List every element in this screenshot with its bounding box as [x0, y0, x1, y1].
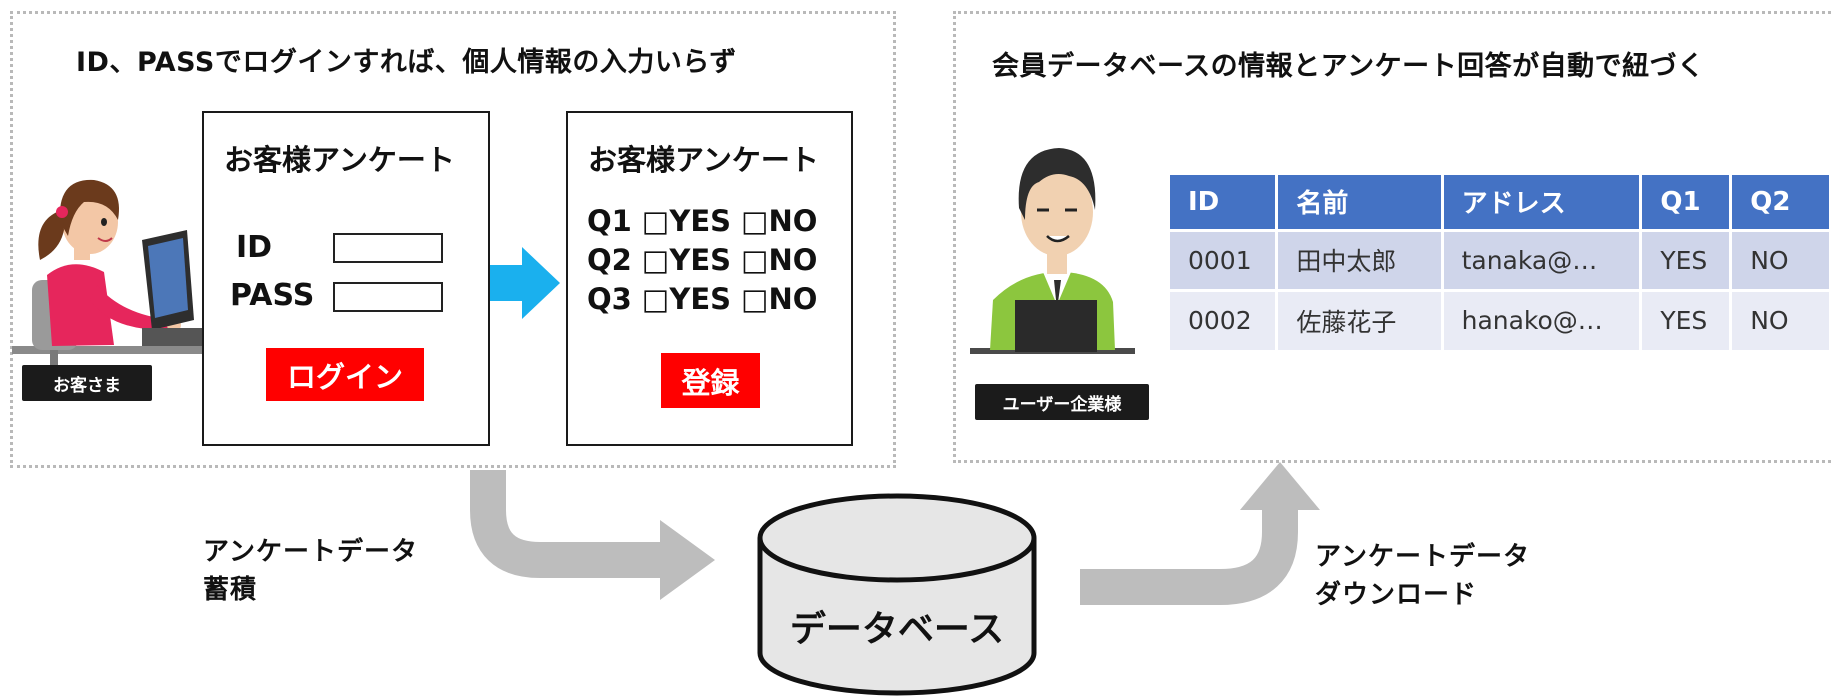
blue-arrow-icon	[490, 247, 560, 319]
cell-address: tanaka@…	[1442, 228, 1643, 290]
login-panel-title: ID、PASSでログインすれば、個人情報の入力いらず	[76, 47, 737, 78]
cell-q2: NO	[1730, 228, 1832, 290]
database-label: データベース	[789, 609, 1005, 650]
question-row-2[interactable]: Q2 □YES □NO	[587, 243, 818, 277]
login-flow-panel	[10, 11, 896, 468]
cell-q1: YES	[1640, 288, 1733, 350]
pass-input[interactable]	[333, 282, 443, 312]
table-row: 0001 田中太郎 tanaka@… YES NO	[1170, 228, 1832, 290]
store-arrow-icon	[470, 470, 715, 600]
cell-name: 田中太郎	[1276, 228, 1444, 290]
cell-id: 0001	[1170, 228, 1279, 290]
cell-q1: YES	[1640, 228, 1733, 290]
download-label: アンケートデータ ダウンロード	[1315, 538, 1530, 614]
download-arrow-icon	[1080, 462, 1320, 605]
cell-address: hanako@…	[1442, 288, 1643, 350]
login-form-box	[202, 111, 490, 446]
store-label: アンケートデータ 蓄積	[203, 533, 418, 609]
cell-id: 0002	[1170, 288, 1279, 350]
column-header-q1: Q1	[1640, 175, 1733, 230]
database-panel-title: 会員データベースの情報とアンケート回答が自動で紐づく	[992, 51, 1705, 82]
company-user-illustration	[970, 148, 1135, 354]
customer-illustration	[12, 179, 202, 385]
store-label-line-1: アンケートデータ	[203, 537, 418, 567]
customer-label: お客さま	[22, 365, 152, 401]
column-header-address: アドレス	[1442, 175, 1643, 230]
question-row-3[interactable]: Q3 □YES □NO	[587, 282, 818, 316]
download-label-line-1: アンケートデータ	[1315, 542, 1530, 572]
id-input[interactable]	[333, 233, 443, 263]
database-icon	[757, 493, 1037, 696]
cell-name: 佐藤花子	[1276, 288, 1444, 350]
column-header-id: ID	[1170, 175, 1279, 230]
member-table: ID 名前 アドレス Q1 Q2 0001 田中太郎 tanaka@… YES …	[1170, 175, 1832, 350]
login-form-title: お客様アンケート	[224, 143, 455, 177]
pass-label: PASS	[230, 278, 315, 313]
database-panel	[953, 11, 1832, 463]
submit-button[interactable]: 登録	[661, 353, 760, 408]
question-row-1[interactable]: Q1 □YES □NO	[587, 204, 818, 238]
company-user-label: ユーザー企業様	[975, 384, 1149, 420]
login-button[interactable]: ログイン	[266, 348, 424, 401]
store-label-line-2: 蓄積	[203, 575, 258, 605]
cell-q2: NO	[1730, 288, 1832, 350]
table-row: 0002 佐藤花子 hanako@… YES NO	[1170, 288, 1832, 350]
column-header-name: 名前	[1276, 175, 1444, 230]
download-label-line-2: ダウンロード	[1315, 580, 1478, 610]
column-header-q2: Q2	[1730, 175, 1832, 230]
table-header-row: ID 名前 アドレス Q1 Q2	[1170, 175, 1832, 230]
survey-form-title: お客様アンケート	[588, 143, 819, 177]
id-label: ID	[236, 230, 273, 265]
